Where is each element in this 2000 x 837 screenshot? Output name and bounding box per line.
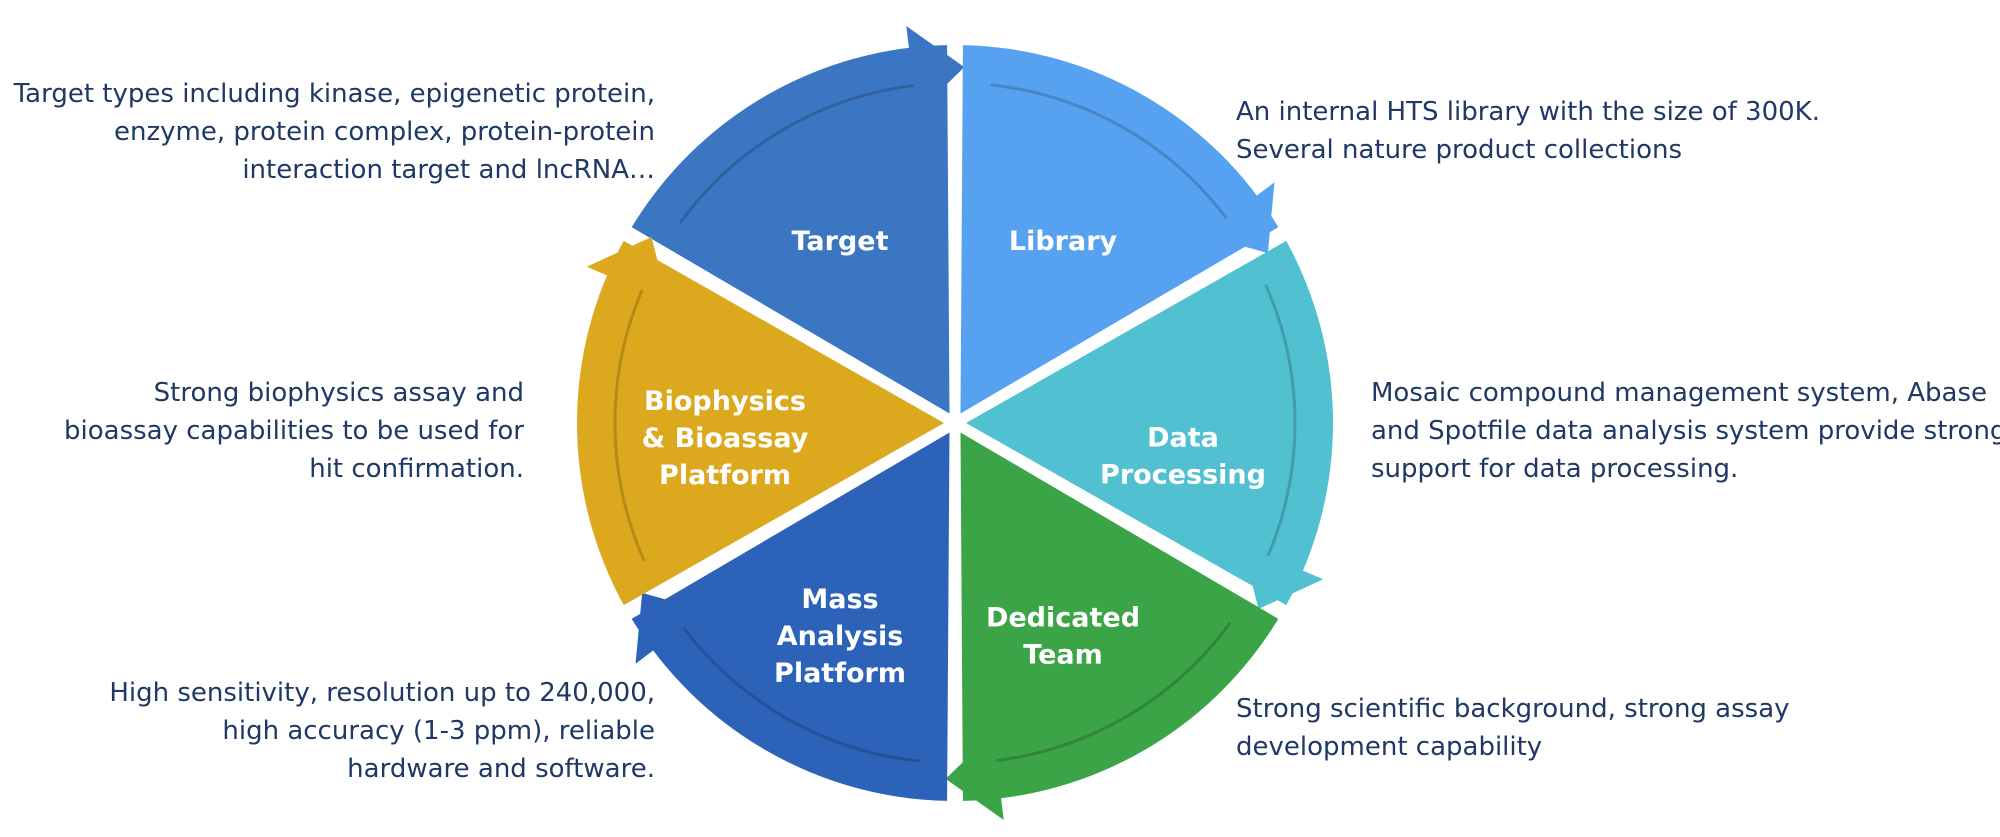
data-processing-description-line: Mosaic compound management system, Abase	[1371, 378, 1987, 408]
target-description-line: Target types including kinase, epigeneti…	[13, 79, 655, 109]
segment-target-arrowhead	[906, 25, 965, 114]
segment-data-arc-line	[1264, 284, 1297, 562]
segment-target-arc-line	[678, 83, 920, 225]
biophysics-description: Strong biophysics assay and bioassay cap…	[64, 374, 524, 488]
library-description-line: An internal HTS library with the size of…	[1236, 97, 1820, 127]
segment-mass-arrowhead	[635, 592, 706, 664]
mass-analysis-description-line: High sensitivity, resolution up to 240,0…	[109, 678, 655, 708]
segment-bio-arc-line	[613, 284, 646, 562]
segment-bio-label-line: Biophysics	[644, 386, 806, 417]
dedicated-team-description: Strong scientific background, strong ass…	[1236, 690, 1790, 766]
segment-team-arc-line	[990, 621, 1232, 763]
segment-bio-wedge	[577, 240, 944, 606]
biophysics-description-line: bioassay capabilities to be used for	[64, 416, 524, 446]
mass-analysis-description: High sensitivity, resolution up to 240,0…	[109, 674, 655, 788]
segment-team-label-line: Team	[1023, 640, 1103, 671]
dedicated-team-description-line: Strong scientific background, strong ass…	[1236, 694, 1790, 724]
segment-target-label-line: Target	[791, 226, 888, 257]
data-processing-description-line: and Spotfile data analysis system provid…	[1371, 416, 2000, 446]
segment-mass-arc-line	[678, 621, 920, 763]
segment-data-arrowhead	[1242, 544, 1324, 610]
segment-bio-arrowhead	[586, 236, 668, 302]
segment-team-arrowhead	[945, 732, 1004, 821]
biophysics-description-line: hit confirmation.	[309, 454, 524, 484]
library-description: An internal HTS library with the size of…	[1236, 93, 1820, 169]
segment-target: Target	[631, 25, 965, 414]
mass-analysis-description-line: hardware and software.	[347, 754, 655, 784]
target-description-line: enzyme, protein complex, protein-protein	[114, 117, 655, 147]
segment-library-arc-line	[990, 83, 1232, 225]
segment-mass-label-line: Analysis	[777, 621, 904, 652]
segment-library-label-line: Library	[1009, 226, 1118, 257]
segment-team-wedge	[960, 432, 1279, 801]
segment-data-label-line: Processing	[1100, 460, 1266, 491]
target-description-line: interaction target and lncRNA…	[242, 155, 655, 185]
dedicated-team-description-line: development capability	[1236, 732, 1543, 762]
biophysics-description-line: Strong biophysics assay and	[153, 378, 524, 408]
data-processing-description: Mosaic compound management system, Abase…	[1371, 374, 2000, 488]
segment-target-label: Target	[791, 226, 888, 257]
segment-data-label-line: Data	[1147, 423, 1219, 454]
segment-bio-label-line: Platform	[659, 460, 791, 491]
segment-library-wedge	[960, 45, 1279, 414]
mass-analysis-description-line: high accuracy (1-3 ppm), reliable	[222, 716, 655, 746]
segment-target-wedge	[631, 45, 950, 414]
segment-library-label: Library	[1009, 226, 1118, 257]
segment-bio-label-line: & Bioassay	[642, 423, 809, 454]
data-processing-description-line: support for data processing.	[1371, 454, 1739, 484]
library-description-line: Several nature product collections	[1236, 135, 1683, 165]
segment-library: Library	[960, 45, 1279, 414]
target-description: Target types including kinase, epigeneti…	[14, 75, 655, 189]
segment-team-label-line: Dedicated	[986, 603, 1140, 634]
segment-data-wedge	[966, 240, 1333, 606]
segment-library-arrowhead	[1204, 182, 1275, 254]
segment-mass-label-line: Platform	[774, 658, 906, 689]
segment-mass-wedge	[631, 432, 950, 801]
segment-mass-label-line: Mass	[801, 584, 878, 615]
